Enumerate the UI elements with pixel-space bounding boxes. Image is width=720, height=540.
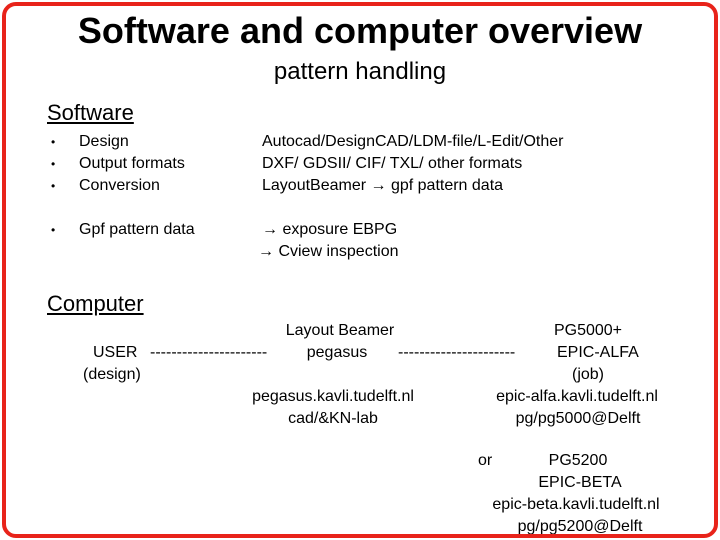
computer-section-heading: Computer bbox=[47, 291, 144, 316]
software-section-heading: Software bbox=[47, 100, 134, 125]
bullet-value: → exposure EBPG bbox=[262, 221, 398, 238]
node-user: USER bbox=[93, 344, 138, 361]
pegasus-hostname: pegasus.kavli.tudelft.nl bbox=[252, 388, 414, 405]
node-epic-beta: EPIC-BETA bbox=[538, 474, 622, 491]
bullet-row: • Gpf pattern data → exposure EBPG bbox=[47, 220, 397, 240]
node-pg5000: PG5000+ bbox=[553, 322, 623, 339]
bullet-icon: • bbox=[51, 223, 56, 237]
bullet-icon: • bbox=[51, 135, 56, 149]
bullet-label: Conversion bbox=[79, 177, 160, 194]
node-layout-beamer: Layout Beamer bbox=[285, 322, 395, 339]
pegasus-account: cad/&KN-lab bbox=[288, 410, 378, 427]
epic-alfa-hostname: epic-alfa.kavli.tudelft.nl bbox=[496, 388, 658, 405]
epic-beta-account: pg/pg5200@Delft bbox=[517, 518, 643, 535]
bullet-label: Design bbox=[79, 133, 129, 150]
bullet-value: Autocad/DesignCAD/LDM-file/L-Edit/Other bbox=[262, 133, 564, 150]
bullet-row: • Conversion LayoutBeamer → gpf pattern … bbox=[47, 176, 503, 196]
bullet-label: Output formats bbox=[79, 155, 185, 172]
user-role-label: (design) bbox=[83, 366, 141, 383]
slide-subtitle: pattern handling bbox=[273, 58, 447, 85]
bullet-icon: • bbox=[51, 179, 56, 193]
bullet-row: • Output formats DXF/ GDSII/ CIF/ TXL/ o… bbox=[47, 154, 522, 174]
bullet-row: • Design Autocad/DesignCAD/LDM-file/L-Ed… bbox=[47, 132, 563, 152]
connector-pegasus-epicalfa: ---------------------- bbox=[398, 344, 516, 361]
connector-user-pegasus: ---------------------- bbox=[150, 344, 268, 361]
epic-alfa-account: pg/pg5000@Delft bbox=[515, 410, 641, 427]
node-epic-alfa: EPIC-ALFA bbox=[557, 344, 639, 361]
epic-alfa-role-label: (job) bbox=[571, 366, 605, 383]
bullet-value: DXF/ GDSII/ CIF/ TXL/ other formats bbox=[262, 155, 523, 172]
slide-title: Software and computer overview bbox=[77, 10, 643, 51]
node-pegasus: pegasus bbox=[306, 344, 368, 361]
epic-beta-hostname: epic-beta.kavli.tudelft.nl bbox=[492, 496, 660, 513]
bullet-value: LayoutBeamer → gpf pattern data bbox=[262, 177, 504, 194]
node-pg5200: PG5200 bbox=[548, 452, 608, 469]
bullet-value-second-line: → Cview inspection bbox=[258, 243, 399, 260]
bullet-icon: • bbox=[51, 157, 56, 171]
or-label: or bbox=[478, 452, 493, 469]
bullet-label: Gpf pattern data bbox=[79, 221, 195, 238]
